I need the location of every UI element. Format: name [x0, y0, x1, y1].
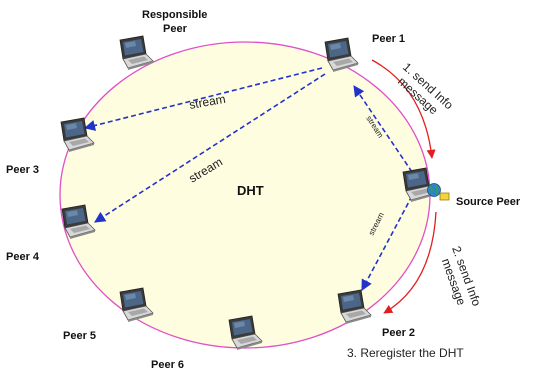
peer-label-peer1: Peer 1 — [372, 33, 405, 45]
laptop-with-globe-icon-source — [402, 167, 450, 203]
stream-arrow-source-to-peer2 — [361, 195, 413, 291]
stream-arrow-source-to-peer1 — [353, 85, 413, 173]
message-label-step2: 2. send Info message — [439, 244, 484, 308]
peer-label-peer6: Peer 6 — [151, 359, 184, 371]
stream-label-peer3: stream — [188, 92, 227, 112]
message-label-step3: 3. Reregister the DHT — [347, 346, 464, 360]
peer-label-responsible-line1: Responsible — [142, 9, 207, 21]
message-arrow-step2 — [383, 211, 437, 314]
peer-label-peer5: Peer 5 — [63, 330, 96, 342]
peer-label-peer3: Peer 3 — [6, 164, 39, 176]
dht-center-label: DHT — [237, 183, 264, 198]
stream-arrow-peer1-to-peer4 — [94, 73, 326, 223]
peer-label-source: Source Peer — [456, 196, 521, 208]
stream-arrow-peer1-to-peer3 — [83, 67, 323, 131]
peer-label-peer2: Peer 2 — [382, 327, 415, 339]
peer-label-peer4: Peer 4 — [6, 251, 40, 263]
peer-label-responsible-line2: Peer — [163, 23, 188, 35]
message-arrow-step1 — [371, 59, 436, 159]
